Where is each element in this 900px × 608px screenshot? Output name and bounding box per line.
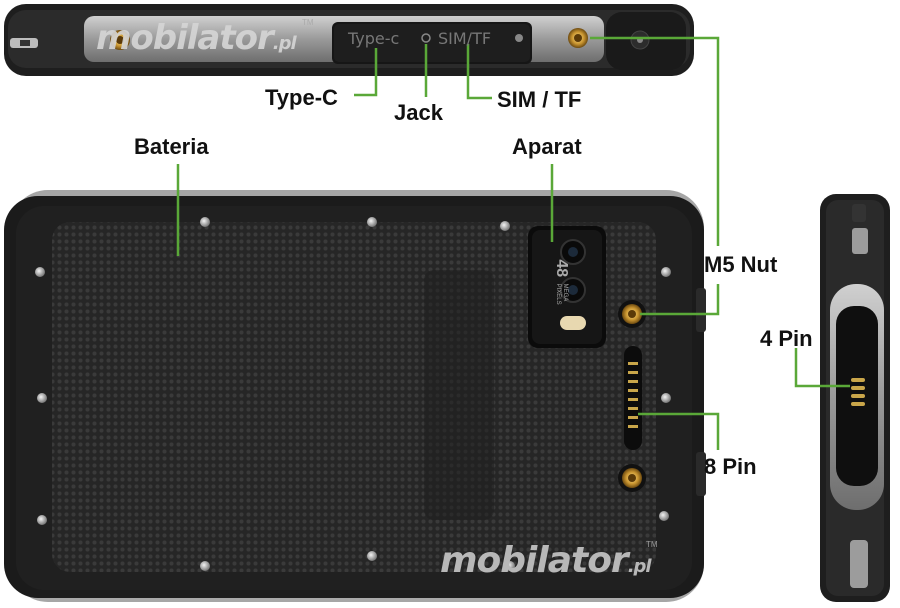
callout-8-pin: 8 Pin (704, 454, 757, 479)
speaker-grille (424, 270, 494, 520)
camera-badge-line1: MEGA (562, 283, 569, 302)
camera-flash-icon (560, 316, 586, 330)
side-button-icon (696, 288, 706, 332)
eight-pin-contacts-icon (628, 362, 638, 428)
back-logo-text: mobilator (440, 540, 629, 581)
callout-jack: Jack (394, 100, 443, 125)
top-edge-view (4, 4, 694, 76)
top-edge-logo: mobilator.pl (96, 18, 297, 58)
leader-sim-tf (466, 44, 492, 100)
callout-m5-nut: M5 Nut (704, 252, 778, 277)
camera-badge: 48 MEGA PIXELS (530, 252, 570, 312)
top-logo-suffix: .pl (272, 33, 297, 54)
callout-aparat: Aparat (512, 134, 582, 159)
leader-4pin (794, 348, 850, 388)
battery-cover (52, 222, 656, 572)
jack-port-icon (421, 33, 431, 43)
back-logo: mobilator.pl (440, 540, 652, 581)
leader-m5-back (640, 284, 720, 316)
cover-label-sim: SIM/TF (438, 29, 492, 48)
leader-m5-top (590, 36, 720, 246)
leader-8pin (638, 412, 720, 450)
camera-badge-line2: PIXELS (555, 283, 562, 305)
back-logo-tm: TM (646, 540, 658, 549)
side-view (820, 194, 890, 602)
callout-type-c: Type-C (265, 85, 338, 110)
leader-type-c (354, 48, 378, 97)
callout-4-pin: 4 Pin (760, 326, 813, 351)
four-pin-connector-icon (851, 378, 865, 406)
leader-lines (176, 36, 850, 450)
camera-badge-number: 48 (553, 259, 570, 278)
back-view (4, 190, 706, 602)
cover-label-typec: Type-c (348, 29, 400, 48)
back-logo-suffix: .pl (627, 556, 652, 577)
top-logo-tm: TM (302, 18, 314, 27)
top-logo-text: mobilator (96, 18, 274, 58)
callout-bateria: Bateria (134, 134, 209, 159)
cover-screw-icon (515, 34, 523, 42)
callout-sim-tf: SIM / TF (497, 87, 582, 112)
side-button-2-icon (696, 452, 706, 496)
back-screws-icon (35, 217, 671, 571)
